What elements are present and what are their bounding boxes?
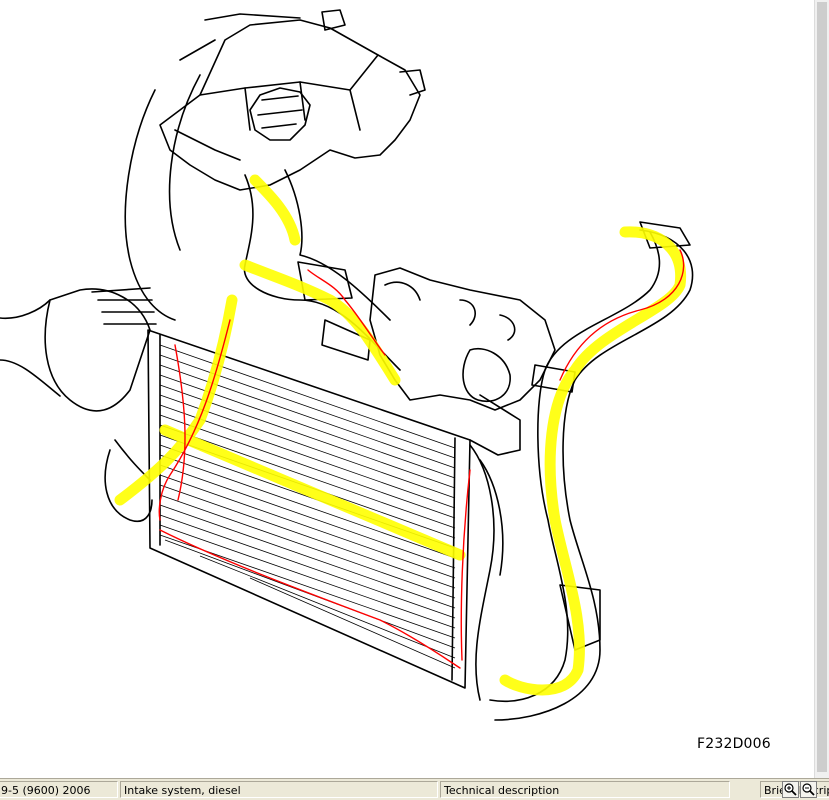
air-filter-box — [159, 19, 421, 191]
magnifier-minus-icon — [802, 783, 815, 796]
right-hose — [494, 229, 694, 721]
zoom-in-button[interactable] — [782, 781, 799, 798]
left-hose — [44, 288, 151, 412]
scrollbar-thumb[interactable] — [817, 2, 827, 772]
highlight-red-path — [158, 249, 685, 669]
vertical-scrollbar[interactable] — [814, 0, 829, 778]
magnifier-plus-icon — [784, 783, 797, 796]
status-section: Intake system, diesel — [120, 781, 438, 798]
intercooler-core — [147, 329, 471, 689]
drawing-viewer[interactable]: F232D006 — [0, 0, 814, 778]
zoom-out-button[interactable] — [800, 781, 817, 798]
technical-drawing — [0, 9, 694, 721]
status-model: 9-5 (9600) 2006 — [0, 781, 118, 798]
turbocharger — [369, 267, 556, 411]
status-doc-type: Technical description — [440, 781, 730, 798]
figure-code-label: F232D006 — [697, 736, 771, 752]
status-bar: 9-5 (9600) 2006 Intake system, diesel Te… — [0, 778, 829, 800]
